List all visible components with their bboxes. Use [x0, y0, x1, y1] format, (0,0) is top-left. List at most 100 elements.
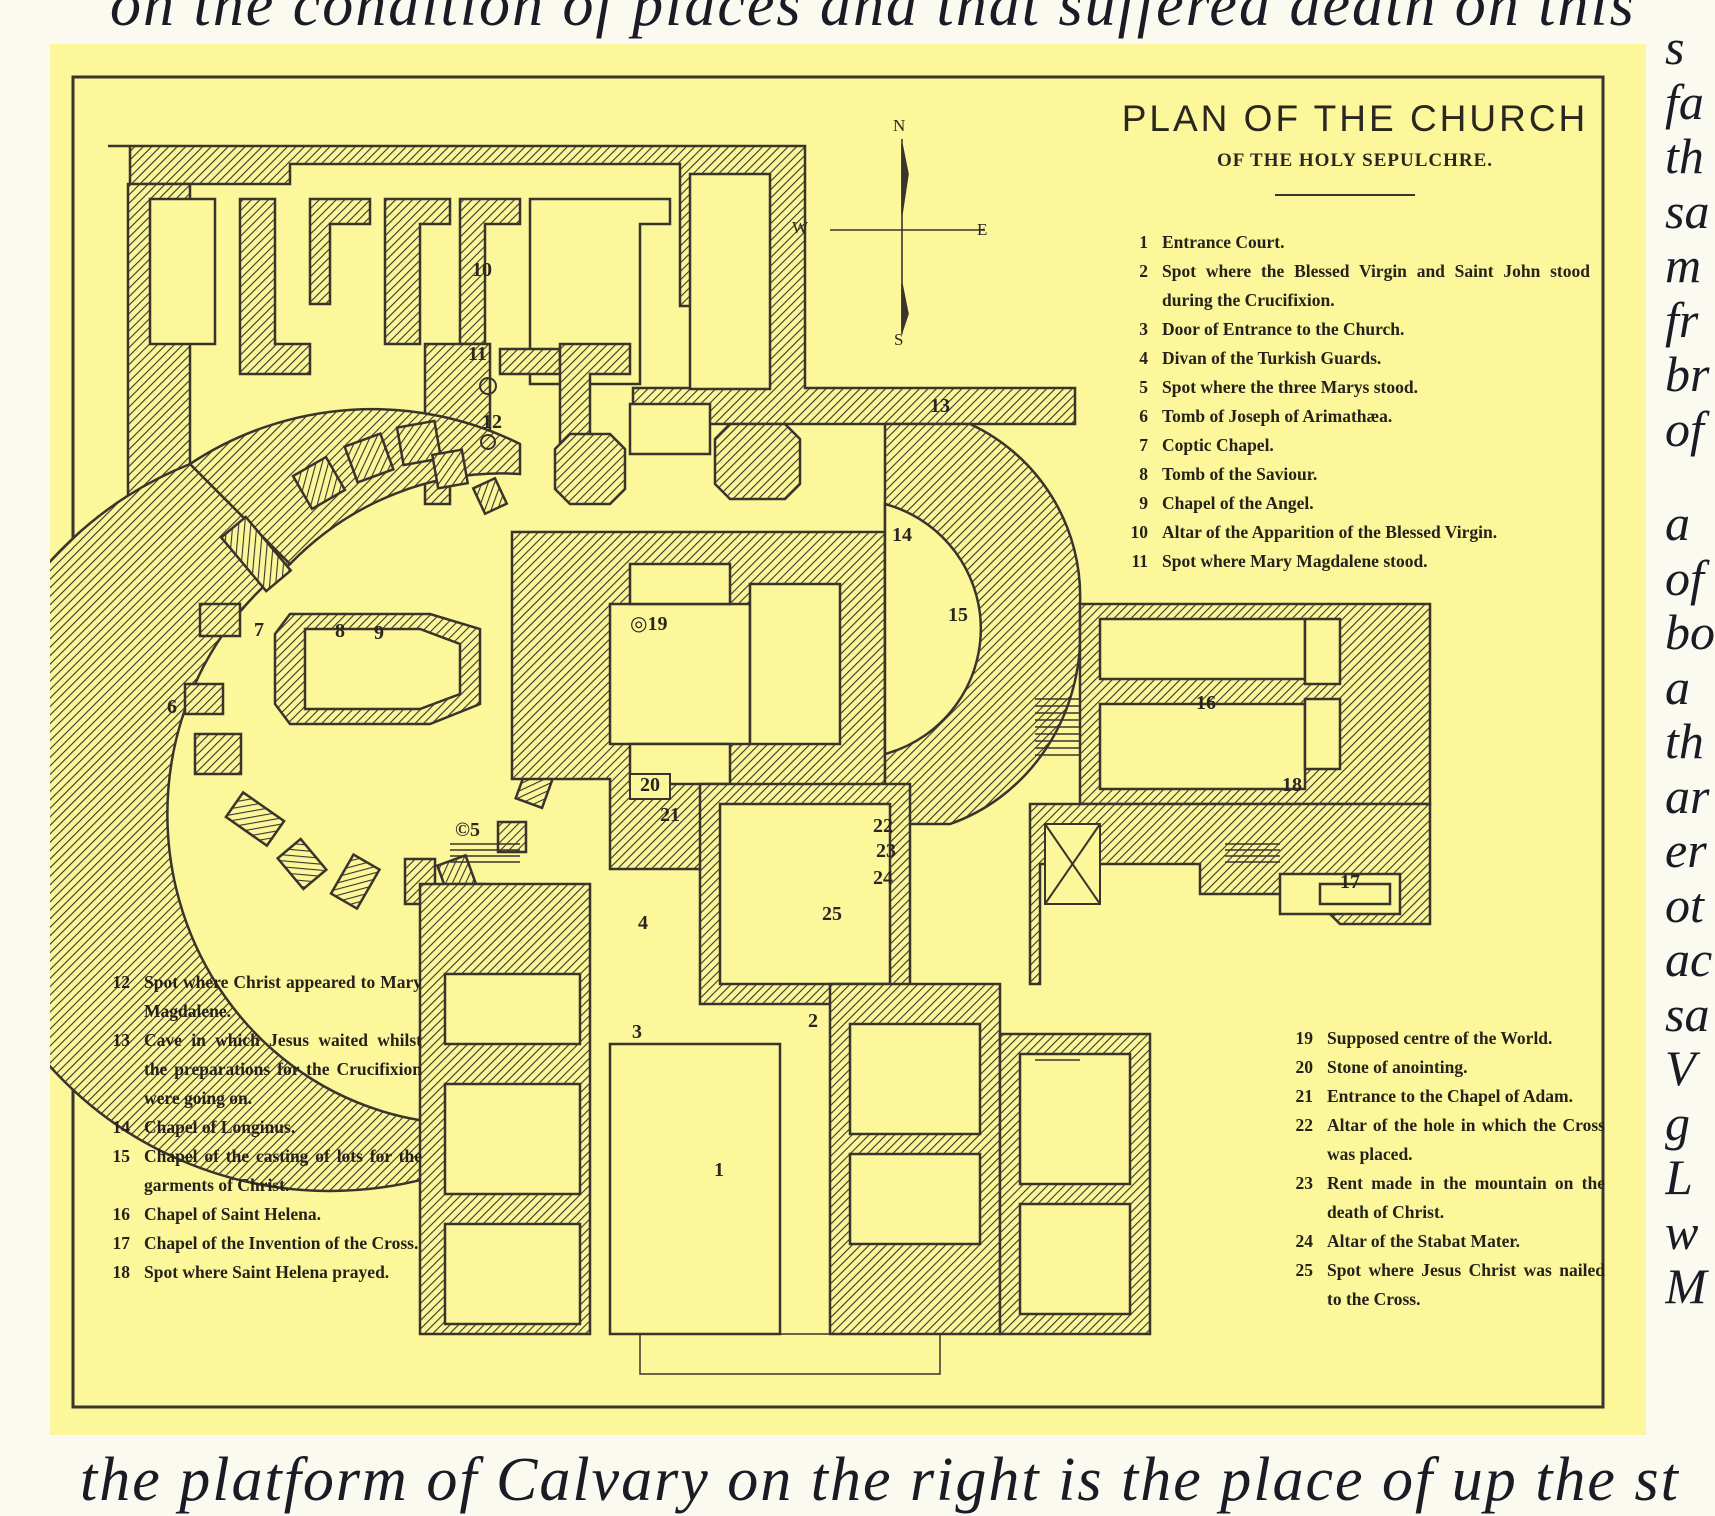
map-label-4: 4: [638, 912, 648, 934]
compass-w: W: [792, 218, 809, 237]
legend-description: Spot where Jesus Christ was nailed to th…: [1327, 1260, 1605, 1309]
page-right-fragment: s: [1665, 20, 1685, 75]
map-label-7: 7: [254, 619, 264, 641]
page-right-fragment: ar: [1665, 767, 1710, 824]
page-right-fragment: w: [1665, 1203, 1699, 1260]
map-label-17: 17: [1340, 871, 1360, 893]
legend-item: 1 Entrance Court.: [1110, 228, 1590, 257]
legend-number: 22: [1295, 1115, 1314, 1135]
legend-number: 19: [1295, 1028, 1314, 1048]
legend-number: 4: [1139, 348, 1148, 368]
legend-description: Entrance Court.: [1162, 232, 1285, 252]
legend-description: Chapel of the Invention of the Cross.: [144, 1233, 419, 1253]
page-right-fragment: a: [1665, 495, 1690, 551]
legend-item: 15 Chapel of the casting of lots for the …: [92, 1142, 423, 1200]
legend-item: 3 Door of Entrance to the Church.: [1110, 315, 1590, 344]
legend-item: 11 Spot where Mary Magdalene stood.: [1110, 547, 1590, 576]
plan-title: PLAN OF THE CHURCH: [1121, 98, 1589, 139]
legend-description: Supposed centre of the World.: [1327, 1028, 1553, 1048]
page-right-fragment: fr: [1665, 291, 1699, 348]
legend-description: Altar of the Apparition of the Blessed V…: [1162, 522, 1498, 542]
map-label-20: 20: [640, 774, 660, 796]
legend-description: Rent made in the mountain on the death o…: [1327, 1173, 1605, 1222]
legend-number: 9: [1139, 493, 1148, 513]
legend-number: 6: [1139, 406, 1148, 426]
page-right-fragment: br: [1665, 346, 1710, 402]
legend-item: 6 Tomb of Joseph of Arimathæa.: [1110, 402, 1590, 431]
legend-description: Chapel of the Angel.: [1162, 493, 1314, 513]
map-label-10: 10: [472, 259, 492, 281]
map-label-21: 21: [660, 804, 680, 826]
legend-number: 15: [112, 1146, 131, 1166]
page-right-fragment: th: [1665, 713, 1704, 769]
page-right-fragment: er: [1665, 822, 1707, 878]
map-label-23: 23: [876, 840, 896, 862]
map-label-2: 2: [808, 1010, 818, 1032]
legend-description: Door of Entrance to the Church.: [1162, 319, 1405, 339]
legend-description: Altar of the Stabat Mater.: [1327, 1231, 1520, 1251]
legend-number: 24: [1295, 1231, 1314, 1251]
stairs: [450, 698, 1280, 1061]
legend-description: Chapel of the casting of lots for the ga…: [144, 1146, 422, 1195]
map-label-6: 6: [167, 696, 177, 718]
legend-item: 5 Spot where the three Marys stood.: [1110, 373, 1590, 402]
legend-description: Spot where Saint Helena prayed.: [144, 1262, 390, 1282]
legend-number: 18: [112, 1262, 131, 1282]
legend-item: 18 Spot where Saint Helena prayed.: [92, 1258, 422, 1287]
page-right-fragment: g: [1665, 1094, 1690, 1151]
page-right-fragment: th: [1665, 128, 1704, 184]
legend-number: 16: [112, 1204, 131, 1224]
legend-number: 1: [1139, 232, 1148, 252]
page-right-fragment: ac: [1665, 931, 1713, 987]
map-label-9: 9: [374, 622, 384, 644]
page-right-fragment: M: [1665, 1258, 1707, 1314]
compass-rose: [830, 139, 985, 334]
map-label-12: 12: [482, 411, 502, 433]
page-right-fragment: sa: [1665, 985, 1710, 1042]
legend-description: Altar of the hole in which the Cross was…: [1327, 1115, 1605, 1164]
legend-number: 17: [112, 1233, 131, 1253]
legend-description: Coptic Chapel.: [1162, 435, 1274, 455]
legend-number: 5: [1139, 377, 1148, 397]
legend-item: 17 Chapel of the Invention of the Cross.: [92, 1229, 422, 1258]
page-right-fragment: ot: [1665, 876, 1704, 933]
page-right-fragment: of: [1665, 400, 1704, 457]
page-right-fragment: L: [1665, 1149, 1693, 1205]
page-right-fragment: a: [1665, 658, 1690, 715]
legend-number: 2: [1139, 261, 1148, 281]
legend-description: Spot where the three Marys stood.: [1162, 377, 1418, 397]
map-label-25: 25: [822, 903, 842, 925]
legend-item: 19 Supposed centre of the World.: [1275, 1024, 1605, 1053]
compass-s: S: [894, 330, 904, 349]
legend-number: 13: [112, 1030, 131, 1050]
legend-description: Tomb of Joseph of Arimathæa.: [1162, 406, 1393, 426]
title-rule: [1275, 194, 1415, 196]
legend-description: Chapel of Saint Helena.: [144, 1204, 321, 1224]
legend-number: 10: [1130, 522, 1149, 542]
page-bottom-text: the platform of Calvary on the right is …: [80, 1446, 1680, 1514]
page-right-fragment: of: [1665, 549, 1704, 606]
legend-number: 21: [1295, 1086, 1314, 1106]
legend-number: 3: [1139, 319, 1148, 339]
legend-item: 9 Chapel of the Angel.: [1110, 489, 1590, 518]
legend-description: Spot where Mary Magdalene stood.: [1162, 551, 1428, 571]
map-label-11: 11: [468, 343, 487, 365]
map-label-1: 1: [714, 1159, 724, 1181]
legend-number: 7: [1139, 435, 1148, 455]
legend-description: Tomb of the Saviour.: [1162, 464, 1318, 484]
legend-description: Chapel of Longinus.: [144, 1117, 296, 1137]
floor-plan-drawing: [50, 75, 1605, 1409]
page-right-fragment: fa: [1665, 73, 1704, 130]
legend-number: 11: [1131, 551, 1148, 571]
